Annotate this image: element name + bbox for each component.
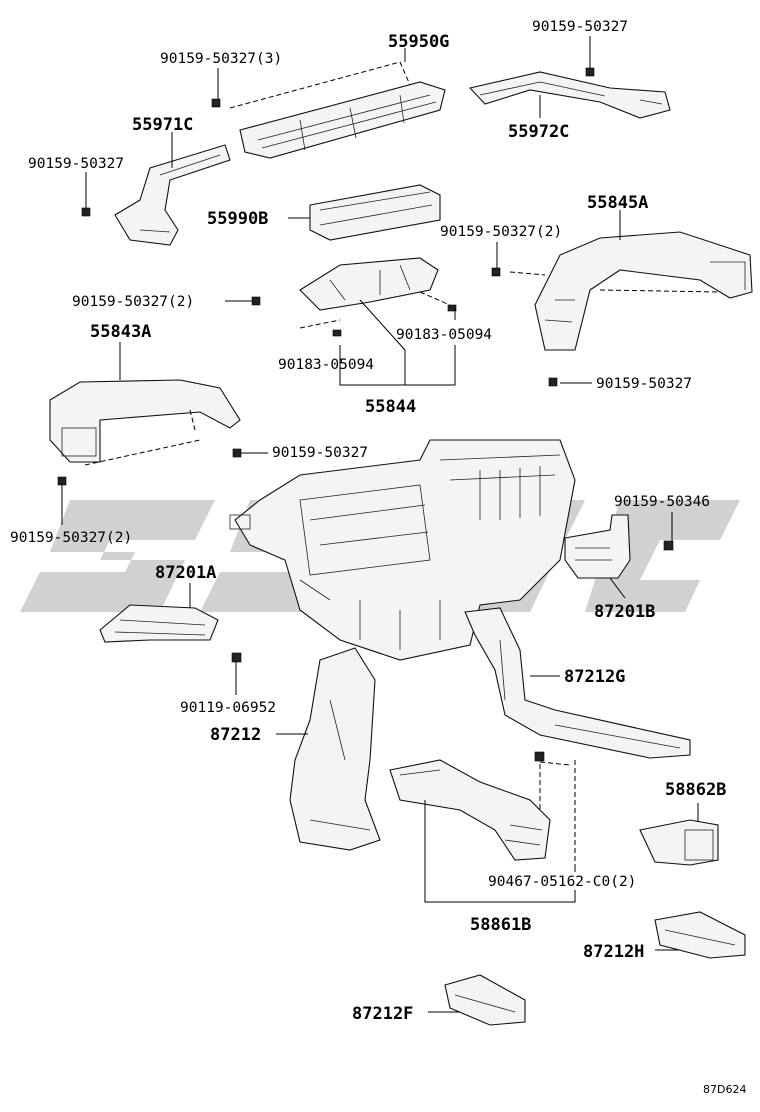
- label-87201B: 87201B: [594, 602, 655, 622]
- label-58861B: 58861B: [470, 915, 531, 935]
- clip-90183-05094-left[interactable]: [332, 329, 342, 337]
- bolt-90159-50327-top[interactable]: [585, 67, 595, 77]
- bolt-90159-50327-mid2[interactable]: [232, 448, 242, 458]
- label-90159-50327-left: 90159-50327: [28, 156, 124, 172]
- bolt-90159-50346[interactable]: [663, 540, 674, 551]
- label-90159-50327-mid2: 90159-50327: [272, 445, 368, 461]
- diagram-code: 87D624: [703, 1083, 746, 1096]
- leader-lines: [61, 36, 699, 1013]
- part-55844[interactable]: [299, 257, 451, 329]
- part-87201A[interactable]: [99, 604, 219, 643]
- label-55843A: 55843A: [90, 322, 151, 342]
- part-55990B[interactable]: [309, 184, 441, 241]
- label-90119-06952: 90119-06952: [180, 700, 276, 716]
- bolt-90159-50327-3[interactable]: [211, 98, 221, 108]
- bolt-90159-50327-2-right[interactable]: [491, 267, 501, 277]
- part-55971C[interactable]: [114, 144, 231, 246]
- label-87212F: 87212F: [352, 1004, 413, 1024]
- bolt-90159-50327-2-bottom[interactable]: [57, 476, 67, 486]
- label-87201A: 87201A: [155, 563, 216, 583]
- label-87212G: 87212G: [564, 667, 625, 687]
- label-90159-50327-3: 90159-50327(3): [160, 51, 282, 67]
- bolt-90159-50327-right2[interactable]: [548, 377, 558, 387]
- label-90467-05162-C0: 90467-05162-C0(2): [488, 874, 636, 890]
- part-58862B[interactable]: [639, 819, 719, 866]
- label-90159-50346: 90159-50346: [614, 494, 710, 510]
- label-90159-50327-2-bottom: 90159-50327(2): [10, 530, 132, 546]
- part-55845A[interactable]: [509, 231, 753, 351]
- part-87201B[interactable]: [564, 514, 631, 579]
- label-90183-05094-right: 90183-05094: [396, 327, 492, 343]
- label-90159-50327-2-right: 90159-50327(2): [440, 224, 562, 240]
- label-87212: 87212: [210, 725, 261, 745]
- label-55845A: 55845A: [587, 193, 648, 213]
- label-55972C: 55972C: [508, 122, 569, 142]
- part-87212[interactable]: [289, 647, 381, 851]
- label-55950G: 55950G: [388, 32, 449, 52]
- part-87212H[interactable]: [654, 911, 746, 959]
- part-87212G[interactable]: [464, 607, 691, 759]
- label-90159-50327-2-mid: 90159-50327(2): [72, 294, 194, 310]
- label-55990B: 55990B: [207, 209, 268, 229]
- bolt-90159-50327-2-mid[interactable]: [251, 296, 261, 306]
- label-90183-05094-left: 90183-05094: [278, 357, 374, 373]
- part-87212F[interactable]: [444, 974, 526, 1026]
- label-90159-50327-right2: 90159-50327: [596, 376, 692, 392]
- clip-90467-05162-C0[interactable]: [534, 751, 545, 762]
- part-55843A[interactable]: [49, 379, 241, 466]
- part-heater-unit: [229, 439, 576, 661]
- label-55971C: 55971C: [132, 115, 193, 135]
- label-58862B: 58862B: [665, 780, 726, 800]
- part-55972C[interactable]: [468, 71, 671, 119]
- clip-90183-05094-right[interactable]: [447, 304, 457, 312]
- label-87212H: 87212H: [583, 942, 644, 962]
- part-55950G[interactable]: [229, 61, 446, 159]
- label-55844: 55844: [365, 397, 416, 417]
- label-90159-50327-top: 90159-50327: [532, 19, 628, 35]
- part-58861B[interactable]: [389, 759, 576, 868]
- bolt-90159-50327-left[interactable]: [81, 207, 91, 217]
- bolt-90119-06952[interactable]: [231, 652, 242, 663]
